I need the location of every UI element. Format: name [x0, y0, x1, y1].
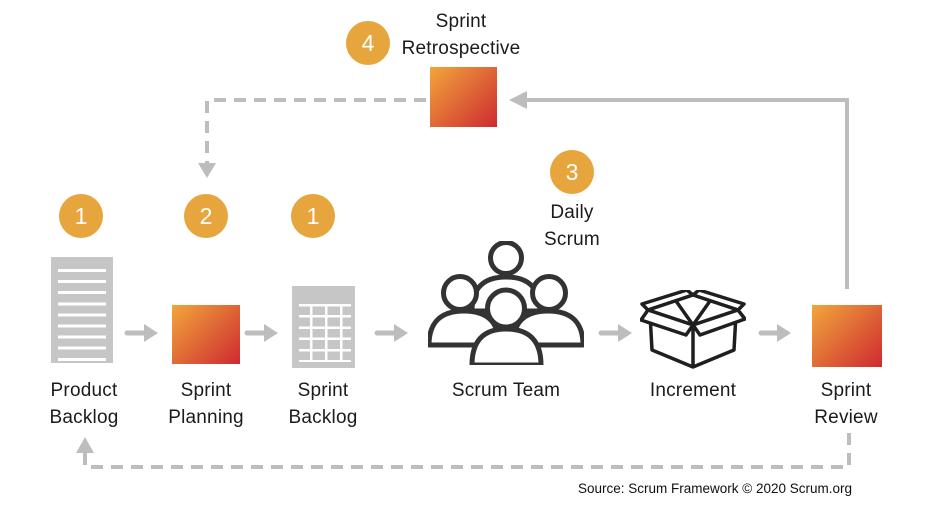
arrow-team-to-increment-icon: [598, 324, 632, 342]
label-line: Backlog: [288, 407, 358, 428]
label-increment: Increment: [618, 377, 768, 404]
badge-product-backlog: 1: [59, 194, 103, 238]
label-line: Scrum Team: [451, 380, 561, 401]
retrospective-to-planning-dashed-line: [205, 98, 426, 164]
review-to-product-backlog-dashed-line: [83, 433, 851, 469]
badge-sprint-planning: 2: [184, 194, 228, 238]
label-line: Retrospective: [401, 38, 521, 59]
table-column-lines: [310, 304, 351, 362]
left-arrowhead-icon: [509, 91, 527, 109]
label-line: Daily: [550, 202, 594, 223]
sprint-planning-gradient-square-icon: [172, 305, 240, 364]
people-group-icon: [428, 241, 584, 365]
down-arrowhead-icon: [198, 163, 216, 178]
up-arrowhead-icon: [76, 437, 94, 453]
label-line: Product: [50, 380, 118, 401]
label-line: Sprint: [180, 380, 232, 401]
label-line: Planning: [168, 407, 244, 428]
badge-daily-scrum: 3: [550, 150, 594, 194]
label-sprint-retrospective: Sprint Retrospective: [386, 8, 536, 62]
label-line: Backlog: [49, 407, 119, 428]
table-grid-icon: [292, 286, 355, 368]
arrow-planning-to-backlog-icon: [244, 324, 278, 342]
document-icon: [51, 257, 113, 363]
arrow-increment-to-review-icon: [758, 324, 791, 342]
label-line: Scrum: [544, 229, 600, 250]
label-line: Sprint: [297, 380, 349, 401]
label-scrum-team: Scrum Team: [431, 377, 581, 404]
sprint-retrospective-gradient-square-icon: [430, 67, 497, 127]
review-to-retrospective-line: [526, 98, 849, 289]
arrow-product-to-planning-icon: [124, 324, 158, 342]
label-sprint-planning: Sprint Planning: [131, 377, 281, 431]
document-text-lines: [58, 269, 106, 361]
sprint-review-gradient-square-icon: [812, 305, 882, 367]
open-box-icon: [640, 290, 746, 369]
label-line: Sprint: [820, 380, 872, 401]
badge-sprint-backlog: 1: [291, 194, 335, 238]
label-sprint-review: Sprint Review: [771, 377, 921, 431]
source-note: Source: Scrum Framework © 2020 Scrum.org: [577, 481, 852, 496]
label-line: Increment: [649, 380, 737, 401]
label-daily-scrum: Daily Scrum: [497, 199, 647, 253]
label-line: Sprint: [435, 11, 487, 32]
badge-sprint-retrospective: 4: [346, 21, 390, 65]
label-line: Review: [814, 407, 878, 428]
arrow-backlog-to-team-icon: [374, 324, 408, 342]
label-product-backlog: Product Backlog: [9, 377, 159, 431]
label-sprint-backlog: Sprint Backlog: [248, 377, 398, 431]
